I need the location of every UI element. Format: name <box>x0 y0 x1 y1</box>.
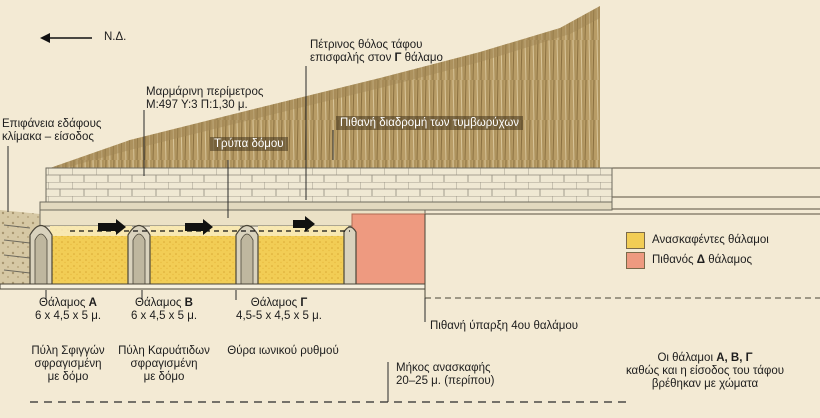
chamber-b-dims: 6 x 4,5 x 5 μ. <box>130 310 198 322</box>
gate-a-desc-line3: με δόμο <box>47 371 89 383</box>
gate-a-desc: Πύλη Σφιγγών σφραγισμένη με δόμο <box>8 345 128 384</box>
chamber-c-letter: Γ <box>300 297 308 309</box>
gate-c-desc-line1: Θύρα ιωνικού ρυθμού <box>227 345 339 357</box>
gate-a-desc-line2: σφραγισμένη <box>34 358 102 370</box>
gate-b-desc-line2: σφραγισμένη <box>130 358 198 370</box>
note-label: Οι θάλαμοι Α, Β, Γ καθώς και η είσοδος τ… <box>600 352 810 391</box>
note-line1: Οι θάλαμοι Α, Β, Γ <box>600 352 810 365</box>
excavation-label-line2: 20–25 μ. (περίπου) <box>396 375 495 387</box>
direction-arrow-icon <box>40 33 92 43</box>
chamber-a-label: Θάλαμος Α 6 x 4,5 x 5 μ. <box>8 297 128 323</box>
chamber-c-title-text: Θάλαμος <box>250 297 301 309</box>
gate-ionic <box>235 224 259 286</box>
gate-a-desc-line1: Πύλη Σφιγγών <box>31 345 105 357</box>
chamber-b-letter: Β <box>184 297 193 309</box>
legend-probable-suffix: θάλαμος <box>705 254 753 266</box>
legend-label-probable: Πιθανός Δ θάλαμος <box>652 254 752 267</box>
note-line1-text: Οι θάλαμοι <box>657 352 717 364</box>
marble-perimeter-wall <box>45 167 613 203</box>
legend-probable-letter: Δ <box>696 254 706 266</box>
legend-probable-prefix: Πιθανός <box>652 254 697 266</box>
direction-label: Ν.Δ. <box>104 31 127 43</box>
chamber-c-title: Θάλαμος Γ <box>214 297 344 310</box>
gate-c-desc: Θύρα ιωνικού ρυθμού <box>218 345 348 358</box>
legend-swatch-excavated <box>626 232 645 249</box>
vault-label-text: επισφαλής στον <box>310 52 395 64</box>
perimeter-label-line1: Μαρμάρινη περίμετρος <box>146 86 264 98</box>
gate-caryatids <box>127 224 151 286</box>
gate-b-desc-line1: Πύλη Καρυάτιδων <box>118 345 210 357</box>
legend-swatch-probable <box>626 252 645 269</box>
chamber-a-title: Θάλαμος Α <box>8 297 128 310</box>
gate-b-desc: Πύλη Καρυάτιδων σφραγισμένη με δόμο <box>104 345 224 384</box>
excavation-label-line1: Μήκος ανασκαφής <box>396 362 491 374</box>
chamber-b-title: Θάλαμος Β <box>104 297 224 310</box>
vault-label-line2: επισφαλής στον Γ θάλαμο <box>310 52 443 65</box>
legend-label-excavated: Ανασκαφέντες θάλαμοι <box>652 234 769 246</box>
vault-label-suffix: θάλαμο <box>401 52 443 64</box>
surface-label-line1: Επιφάνεια εδάφους <box>2 118 102 130</box>
perimeter-label: Μαρμάρινη περίμετρος Μ:497 Υ:3 Π:1,30 μ. <box>146 86 263 112</box>
chamber-b-label: Θάλαμος Β 6 x 4,5 x 5 μ. <box>104 297 224 323</box>
fourth-chamber-label: Πιθανή ύπαρξη 4ου θαλάμου <box>430 320 579 332</box>
vault-label-line1: Πέτρινος θόλος τάφου <box>310 39 423 51</box>
excavation-label: Μήκος ανασκαφής 20–25 μ. (περίπου) <box>396 362 494 388</box>
chamber-a-title-text: Θάλαμος <box>39 297 89 309</box>
robber-path-label: Πιθανή διαδρομή των τυμβωρύχων <box>336 116 524 130</box>
chamber-a-dims: 6 x 4,5 x 5 μ. <box>34 310 102 322</box>
gate-b-desc-line3: με δόμο <box>143 371 185 383</box>
note-line2: καθώς και η είσοδος του τάφου <box>625 365 785 377</box>
surface-label-line2: κλίμακα – είσοδος <box>2 131 94 143</box>
chamber-c-label: Θάλαμος Γ 4,5-5 x 4,5 x 5 μ. <box>214 297 344 323</box>
chamber-a-letter: Α <box>88 297 97 309</box>
dome-hole-label: Τρύπα δόμου <box>210 137 288 151</box>
chamber-b-title-text: Θάλαμος <box>135 297 185 309</box>
note-line3: βρέθηκαν με χώματα <box>651 378 759 390</box>
vault-label: Πέτρινος θόλος τάφου επισφαλής στον Γ θά… <box>310 39 443 65</box>
note-line1-letters: Α, Β, Γ <box>716 352 753 364</box>
chamber-d-fill <box>351 213 426 285</box>
chamber-c-dims: 4,5-5 x 4,5 x 5 μ. <box>236 310 322 322</box>
vault-label-letter: Γ <box>394 52 402 64</box>
perimeter-label-line2: Μ:497 Υ:3 Π:1,30 μ. <box>146 99 248 111</box>
surface-label: Επιφάνεια εδάφους κλίμακα – είσοδος <box>2 118 101 144</box>
wall-between-c-d <box>343 226 357 286</box>
gate-sphinxes <box>29 224 53 286</box>
